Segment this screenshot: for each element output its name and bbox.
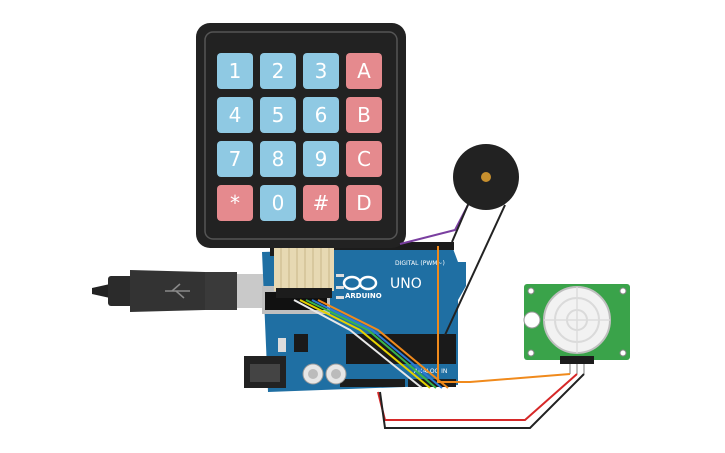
wire-white-keypad	[293, 299, 423, 389]
wire-yellow-keypad	[299, 299, 431, 389]
analog-header	[408, 379, 456, 387]
wire-orange-pir-signal	[437, 246, 571, 383]
wire-black-buzzer-gnd	[451, 199, 471, 243]
wire-black-buzzer	[444, 204, 506, 336]
keypad-key-d[interactable]	[346, 185, 382, 221]
keypad-key-label: 1	[229, 59, 242, 83]
keypad-key-label: 4	[229, 103, 242, 127]
piezo-buzzer	[453, 144, 519, 210]
keypad-key-label: 3	[315, 59, 328, 83]
arduino-logo-text: ARDUINO	[345, 292, 382, 300]
keypad-4x4: 1 2 3 A 4 5 6 B 7 8 9 C * 0 # D	[196, 23, 406, 248]
keypad-key-8[interactable]	[260, 141, 296, 177]
analog-pins-label: ANALOG IN	[414, 368, 447, 375]
usb-cable	[92, 270, 279, 312]
keypad-key-0[interactable]	[260, 185, 296, 221]
keypad-key-label: 2	[272, 59, 285, 83]
board-model-label: UNO	[390, 276, 422, 292]
keypad-key-b[interactable]	[346, 97, 382, 133]
wire-blue-keypad	[311, 299, 443, 389]
keypad-key-6[interactable]	[303, 97, 339, 133]
wire-orange-keypad	[317, 299, 449, 389]
keypad-key-label: A	[357, 59, 371, 83]
keypad-key-1[interactable]	[217, 53, 253, 89]
buzzer-center	[481, 172, 491, 182]
keypad-key-label: C	[357, 147, 371, 171]
keypad-ribbon-cable	[274, 246, 334, 298]
keypad-key-label: *	[230, 191, 240, 215]
keypad-key-c[interactable]	[346, 141, 382, 177]
keypad-key-label: #	[313, 191, 330, 215]
keypad-key-a[interactable]	[346, 53, 382, 89]
keypad-key-hash[interactable]	[303, 185, 339, 221]
digital-pins-label: DIGITAL (PWM~)	[395, 260, 445, 267]
pir-motion-sensor	[523, 284, 630, 374]
keypad-key-2[interactable]	[260, 53, 296, 89]
keypad-key-label: B	[357, 103, 371, 127]
keypad-key-9[interactable]	[303, 141, 339, 177]
wires	[293, 199, 585, 429]
keypad-key-label: 0	[272, 191, 285, 215]
keypad-key-label: D	[356, 191, 371, 215]
keypad-key-star[interactable]	[217, 185, 253, 221]
keypad-key-label: 9	[315, 147, 328, 171]
wire-green-keypad	[305, 299, 437, 389]
keypad-key-label: 8	[272, 147, 285, 171]
keypad-key-label: 6	[315, 103, 328, 127]
keypad-key-label: 5	[272, 103, 285, 127]
power-header	[340, 379, 405, 387]
keypad-key-4[interactable]	[217, 97, 253, 133]
wire-purple-buzzer	[399, 204, 469, 245]
arduino-logo	[342, 275, 378, 291]
keypad-key-5[interactable]	[260, 97, 296, 133]
keypad-key-3[interactable]	[303, 53, 339, 89]
keypad-key-7[interactable]	[217, 141, 253, 177]
keypad-key-label: 7	[229, 147, 242, 171]
wire-black-pir-gnd	[379, 373, 585, 429]
